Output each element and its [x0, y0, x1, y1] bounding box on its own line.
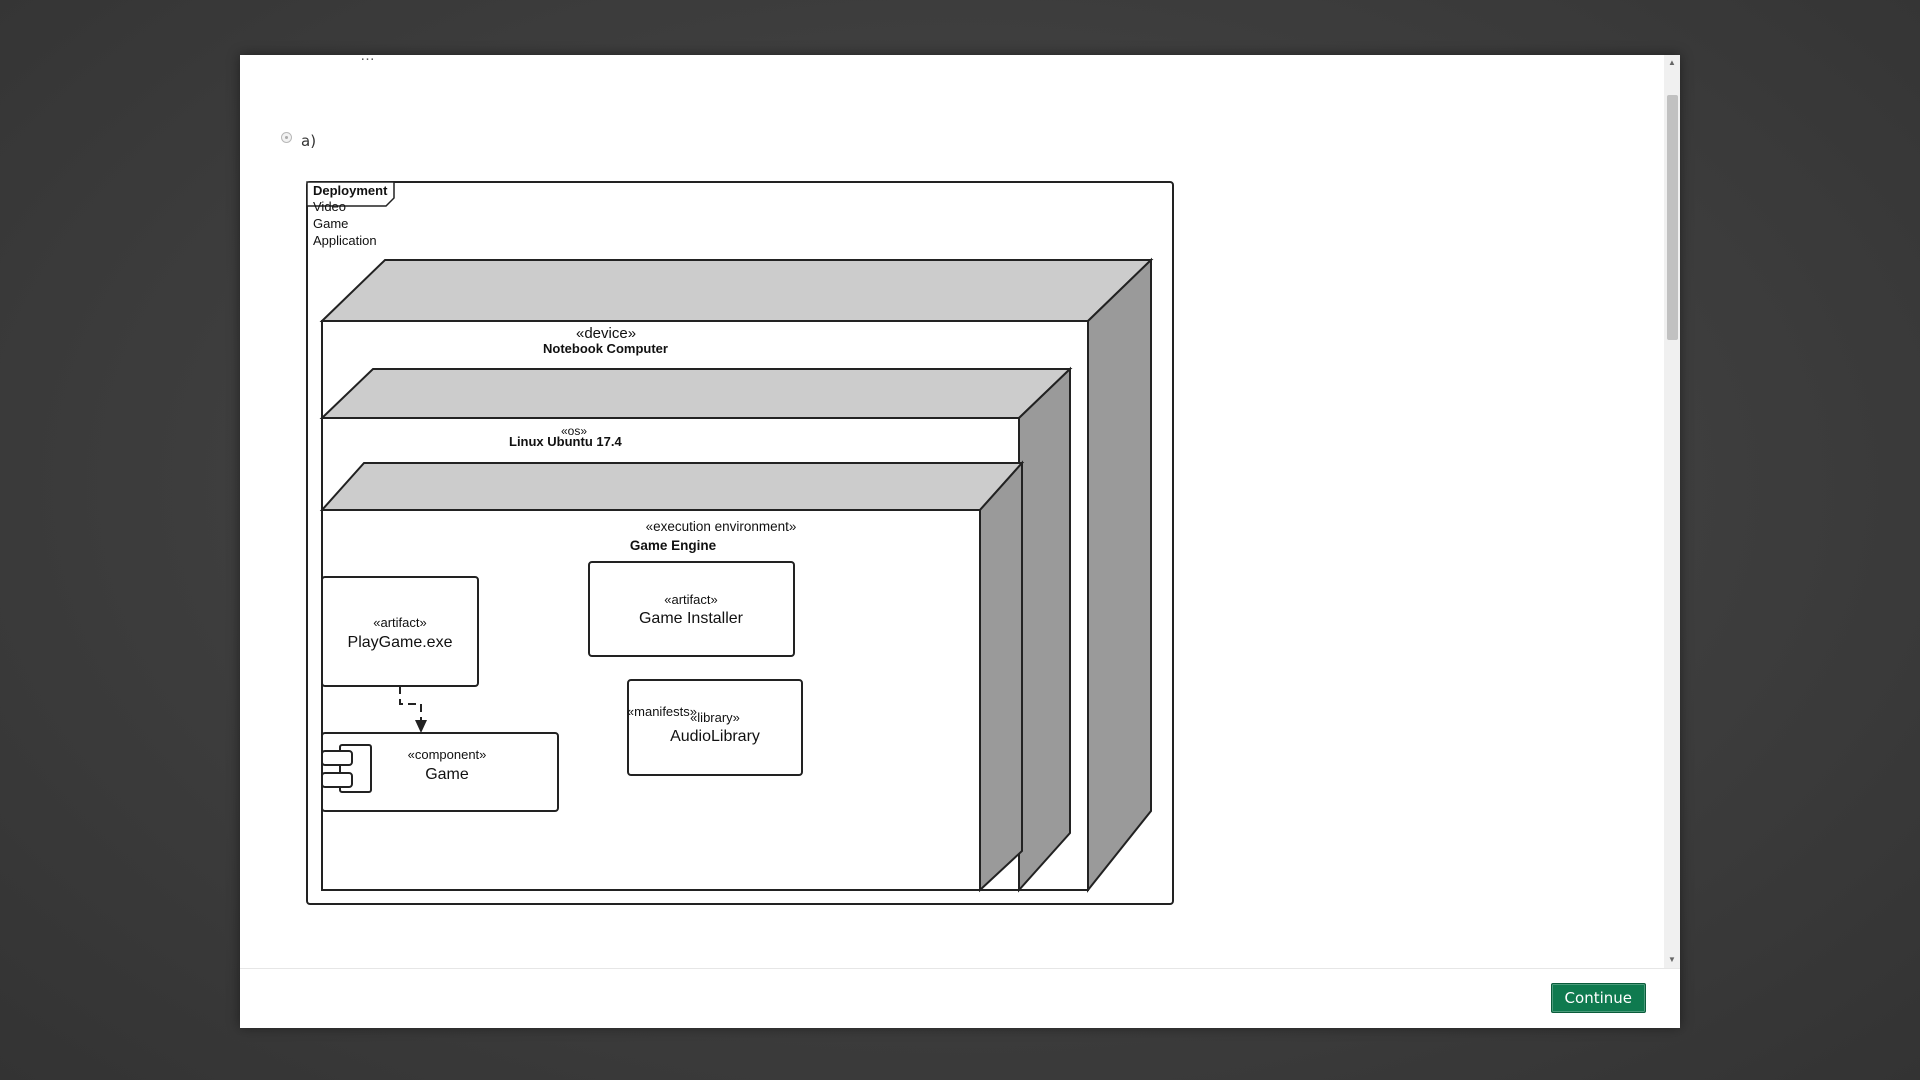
component-game-box — [321, 732, 559, 812]
artifact-installer-name: Game Installer — [639, 610, 744, 627]
artifact-playgame-stereotype: «artifact» — [373, 615, 426, 630]
device-node-top — [319, 259, 1154, 322]
os-name: Linux Ubuntu 17.4 — [509, 434, 622, 449]
env-node-side — [979, 460, 1023, 893]
dialog-content: … a) Deployment Video Game Application «… — [240, 55, 1664, 968]
library-audio-stereotype: «library» — [690, 710, 740, 725]
frame-tag-box — [306, 181, 395, 207]
env-name: Game Engine — [630, 538, 717, 553]
component-icon-port-bottom — [321, 772, 353, 788]
scroll-down-arrow-icon[interactable]: ▼ — [1668, 955, 1676, 964]
component-game-name: Game — [425, 766, 469, 783]
device-stereotype: «device» — [576, 325, 636, 342]
frame-name-line-1: Video — [313, 199, 346, 214]
dialog-footer: Continue — [240, 968, 1680, 1028]
option-a-radio[interactable] — [281, 132, 292, 143]
frame-name-line-2: Game — [313, 216, 348, 231]
artifact-playgame-box — [321, 576, 479, 687]
artifact-installer-stereotype: «artifact» — [664, 592, 717, 607]
vertical-scrollbar[interactable]: ▲ ▼ — [1664, 55, 1680, 968]
frame-tag: Deployment — [313, 183, 388, 198]
env-node-top — [319, 462, 1025, 511]
question-text-clipped: … — [360, 55, 375, 64]
frame-name-line-3: Application — [313, 233, 377, 248]
continue-button[interactable]: Continue — [1550, 983, 1646, 1013]
dependency-label: «manifests» — [627, 704, 697, 719]
scrollbar-thumb[interactable] — [1667, 95, 1678, 340]
os-stereotype: «os» — [561, 424, 587, 438]
deployment-diagram[interactable]: Deployment Video Game Application «devic… — [305, 180, 1177, 915]
library-audio-box — [627, 679, 803, 776]
component-icon-port-top — [321, 750, 353, 766]
scroll-up-arrow-icon[interactable]: ▲ — [1668, 58, 1676, 67]
manifests-arrowhead — [415, 720, 427, 733]
device-node-side — [1087, 257, 1152, 893]
library-audio-name: AudioLibrary — [670, 728, 760, 745]
artifact-installer-box — [588, 561, 795, 657]
os-node-top — [319, 368, 1073, 419]
option-a-label[interactable]: a) — [301, 132, 317, 150]
env-stereotype: «execution environment» — [646, 519, 797, 534]
question-dialog: … a) Deployment Video Game Application «… — [240, 55, 1680, 1028]
manifests-dependency — [399, 686, 422, 720]
artifact-playgame-name: PlayGame.exe — [348, 634, 453, 651]
os-node-side — [1018, 366, 1071, 893]
device-name: Notebook Computer — [543, 341, 668, 356]
component-game-stereotype: «component» — [408, 747, 487, 762]
